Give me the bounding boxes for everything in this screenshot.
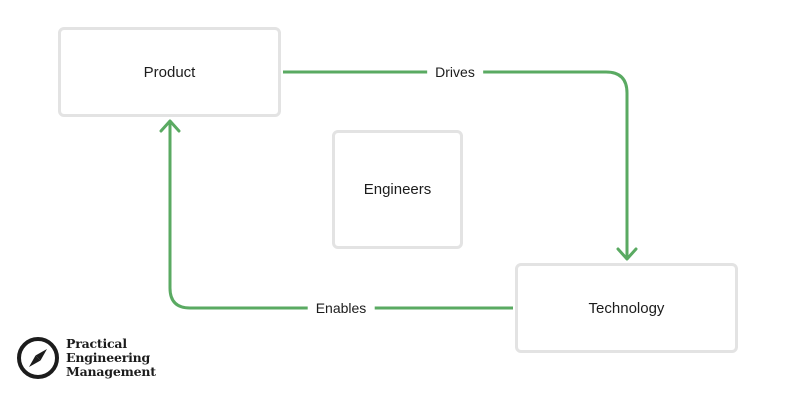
compass-icon: [17, 337, 59, 379]
node-engineers-label: Engineers: [363, 181, 432, 198]
edge-label-drives: Drives: [427, 63, 483, 81]
edge-label-enables: Enables: [307, 299, 375, 317]
arrowhead-enables: [159, 119, 181, 133]
node-product: Product: [58, 27, 281, 117]
edge-drives: [283, 70, 629, 258]
node-engineers: Engineers: [332, 130, 463, 249]
edge-enables: [168, 122, 513, 310]
brand-name: Practical Engineering Management: [66, 337, 156, 379]
node-technology-label: Technology: [588, 299, 665, 317]
brand-line-2: Engineering: [66, 350, 151, 365]
node-product-label: Product: [143, 63, 196, 81]
node-technology: Technology: [515, 263, 738, 353]
brand-logo: Practical Engineering Management: [16, 336, 156, 380]
arrowhead-drives: [616, 247, 638, 261]
brand-line-1: Practical: [66, 336, 127, 351]
brand-line-3: Management: [66, 364, 156, 379]
